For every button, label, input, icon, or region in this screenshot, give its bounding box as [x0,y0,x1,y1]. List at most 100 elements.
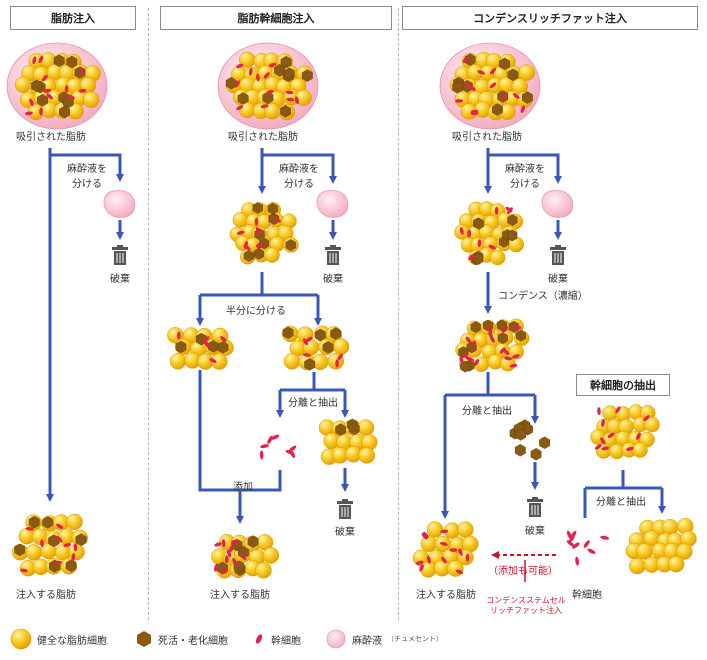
aspirated-label-col3: 吸引された脂肪 [452,132,522,143]
stem-cell [234,80,240,88]
stem-extraction-header: 幹細胞の抽出 [576,374,670,396]
trash-icon [550,245,566,265]
dead-cell [14,543,26,557]
stem-cell [473,359,480,367]
fat-cell [239,101,256,119]
stem-cell [587,548,596,554]
stem-cell [465,336,472,344]
extracted-dead-cells [509,419,550,461]
healthy-fat-cell-icon [10,628,32,650]
fat-cell [264,247,280,263]
dead-cell [539,436,550,449]
header-condense-rich-fat-label: コンデンスリッチファット注入 [473,12,627,25]
stem-cell [600,437,606,445]
discard-label-col3b: 破棄 [525,526,545,537]
dead-cell [322,341,334,354]
dead-cell [42,516,54,529]
arrow-col2-add [198,370,282,520]
stem-cell [221,539,226,548]
stem-cell [29,98,34,107]
dead-cell [330,327,341,340]
fat-cell [602,405,618,421]
stem-cell [520,105,525,113]
stem-cell [25,526,34,531]
fat-cell [169,352,187,370]
stem-cell [477,70,485,75]
discard-label-col2: 破棄 [323,274,343,285]
dead-cell [470,321,481,333]
anesthetic-icon [326,629,346,649]
stem-source-fat-cluster [590,404,660,460]
connectors [46,148,662,520]
fat-cell [232,212,249,228]
dead-cell [522,91,533,104]
fat-cell [66,513,83,531]
stem-cell [468,253,475,261]
fat-cell [420,535,438,553]
aspirated-fat-cluster-col3 [439,42,541,130]
half-fat-cluster-left [167,327,234,370]
stem-cell [248,67,253,76]
stem-cell [566,540,575,547]
header-stem-cell-injection: 脂肪幹細胞注入 [160,6,392,30]
stem-cell [601,419,605,427]
stem-cell [502,326,509,333]
dead-cell [252,202,263,214]
legend-healthy-label: 健全な脂肪細胞 [37,635,107,647]
dead-cell [452,80,463,94]
stem-cell [46,93,53,100]
remaining-fat-cluster-col3 [625,518,697,575]
dead-cell [514,444,526,457]
stem-cell [256,73,260,82]
stem-cell [597,407,601,416]
fat-cell [358,447,375,464]
discard-label-col2b: 破棄 [335,527,355,538]
separate-anesthetic-col1-line1: 麻酔液を [67,164,107,175]
stem-cell [572,542,580,549]
stem-cell [419,564,424,572]
stem-cell [260,104,269,109]
legend-stem: 幹細胞 [252,631,301,647]
dead-cell-icon [137,631,151,647]
stem-cell [56,535,63,543]
stem-cell [449,548,458,552]
anesthetic-blob-col3 [541,190,574,218]
separate-extract-label-col2: 分離と抽出 [288,398,338,409]
stem-cell [255,242,263,248]
legend: 健全な脂肪細胞 死活・老化細胞 幹細胞 麻酔液 （チュメセント） [10,626,443,652]
stem-cell [63,543,72,548]
arrow-col3-anesthetic [488,153,562,184]
stem-cell [231,540,240,545]
stem-cell [177,331,181,340]
dead-cell [225,77,237,90]
stem-cell [294,96,299,105]
fat-cell [629,557,646,575]
stem-extraction-label: 幹細胞の抽出 [590,379,656,392]
stem-cell [56,523,64,529]
stem-cell [79,67,85,75]
injected-fat-label-col2: 注入する脂肪 [210,590,270,601]
stem-cell [73,543,78,552]
stem-cell [38,55,44,64]
separate-anesthetic-col3: 麻酔液を分ける [494,160,556,190]
stem-cell [286,97,295,102]
stem-cell [466,357,475,362]
stem-cell [78,89,87,93]
separate-anesthetic-col2: 麻酔液を分ける [268,160,330,190]
csrf-label-line2: リッチファット注入 [490,606,562,615]
fat-cell [457,521,474,538]
stem-cell [607,432,615,439]
dead-cell [335,423,346,436]
dead-cell [253,247,264,260]
separate-anesthetic-col2-line2: 分ける [284,179,314,190]
column-divider [398,8,399,620]
stem-cell [220,336,227,343]
stem-cell [24,111,33,116]
csrf-label-line1: コンデンスステムセル [486,596,566,605]
legend-anesthetic: 麻酔液 （チュメセント） [325,628,443,650]
stem-cell [271,434,280,440]
stem-cell [273,218,281,223]
dead-cell [280,105,291,118]
dead-cell [75,533,87,546]
